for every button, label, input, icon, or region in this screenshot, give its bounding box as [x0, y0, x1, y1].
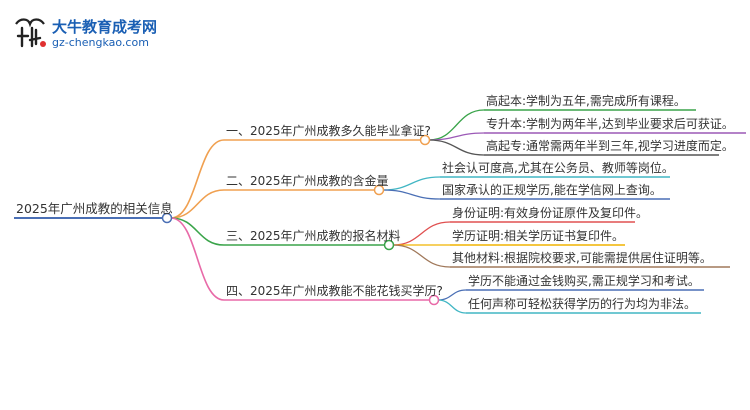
branch-label-1: 一、2025年广州成教多久能毕业拿证? — [226, 124, 431, 138]
branch-connector-2 — [170, 189, 225, 219]
site-logo: 大牛教育成考网 gz-chengkao.com — [10, 14, 180, 54]
leaf-label-4-2: 任何声称可轻松获得学历的行为均为非法。 — [468, 297, 697, 311]
branch-node-4 — [428, 294, 440, 306]
leaf-label-1-1: 高起本:学制为五年,需完成所有课程。 — [486, 94, 686, 108]
branch-label-4: 四、2025年广州成教能不能花钱买学历? — [226, 284, 443, 298]
leaf-label-1-2: 专升本:学制为两年半,达到毕业要求后可获证。 — [486, 117, 734, 131]
branch-connector-3 — [170, 217, 225, 246]
leaf-label-2-1: 社会认可度高,尤其在公务员、教师等岗位。 — [442, 161, 674, 175]
branch-node-3 — [383, 239, 395, 251]
leaf-connector-1-1 — [428, 109, 485, 141]
leaf-label-2-2: 国家承认的正规学历,能在学信网上查询。 — [442, 183, 662, 197]
branch-label-3: 三、2025年广州成教的报名材料 — [226, 229, 401, 243]
leaf-label-3-1: 身份证明:有效身份证原件及复印件。 — [452, 206, 649, 220]
branch-node-2 — [373, 184, 385, 196]
leaf-connector-3-1 — [392, 221, 451, 246]
ox-head-logo-icon — [15, 18, 46, 48]
leaf-connector-3-3 — [392, 244, 451, 268]
leaf-connector-1-3 — [428, 139, 485, 156]
branch-label-2: 二、2025年广州成教的含金量 — [226, 174, 389, 188]
leaf-connector-2-1 — [382, 176, 441, 191]
leaf-connector-2-2 — [382, 189, 441, 200]
logo-url: gz-chengkao.com — [52, 36, 149, 49]
leaf-label-1-3: 高起专:通常需两年半到三年,视学习进度而定。 — [486, 139, 734, 153]
branch-connector-1 — [170, 139, 225, 219]
leaf-connector-4-2 — [437, 299, 467, 314]
branch-node-1 — [419, 134, 431, 146]
logo-title: 大牛教育成考网 — [52, 18, 158, 36]
leaf-label-4-1: 学历不能通过金钱购买,需正规学习和考试。 — [468, 274, 700, 288]
root-node — [161, 212, 173, 224]
root-topic-label: 2025年广州成教的相关信息 — [16, 201, 173, 216]
leaf-label-3-3: 其他材料:根据院校要求,可能需提供居住证明等。 — [452, 251, 712, 265]
branch-connector-4 — [170, 217, 225, 301]
leaf-label-3-2: 学历证明:相关学历证书复印件。 — [452, 229, 625, 243]
